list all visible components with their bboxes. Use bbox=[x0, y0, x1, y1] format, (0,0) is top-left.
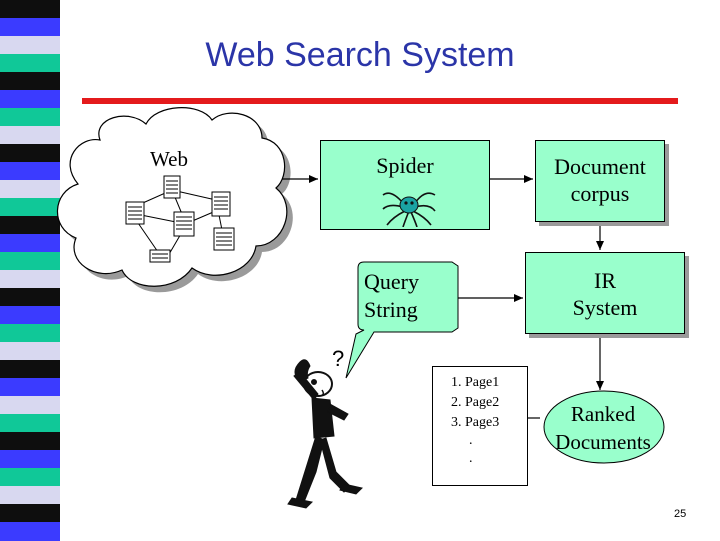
spider-label: Spider bbox=[376, 153, 434, 178]
ranked-documents-label-line1: Ranked bbox=[570, 402, 636, 426]
web-page-icon bbox=[125, 201, 145, 225]
ir-system-label: IR System bbox=[526, 267, 684, 321]
document-corpus-label: Document corpus bbox=[536, 153, 664, 207]
page-title: Web Search System bbox=[205, 36, 515, 74]
web-page-graph bbox=[125, 175, 235, 263]
query-string-label: Query String bbox=[364, 268, 419, 324]
result-item: 2. Page2 bbox=[451, 395, 500, 410]
decorative-stripe-column bbox=[0, 0, 60, 541]
ir-system-label-line2: System bbox=[572, 295, 638, 320]
web-cloud bbox=[56, 107, 293, 293]
stripe-segment bbox=[0, 54, 60, 73]
title-underline bbox=[82, 98, 678, 104]
stripe-segment bbox=[0, 162, 60, 181]
stripe-segment bbox=[0, 486, 60, 505]
stripe-segment bbox=[0, 432, 60, 451]
result-ellipsis: . bbox=[469, 451, 473, 466]
document-corpus-label-line1: Document bbox=[554, 154, 646, 179]
stripe-segment bbox=[0, 36, 60, 55]
document-corpus-label-line2: corpus bbox=[570, 181, 630, 206]
web-page-icon bbox=[211, 191, 231, 217]
result-item: 1. Page1 bbox=[451, 375, 500, 390]
stripe-segment bbox=[0, 522, 60, 541]
spider-box: Spider bbox=[320, 140, 490, 230]
stripe-segment bbox=[0, 0, 60, 19]
query-speech-bubble bbox=[345, 261, 459, 379]
web-page-icon bbox=[149, 249, 171, 263]
document-corpus-box: Document corpus bbox=[535, 140, 665, 222]
result-item: 3. Page3 bbox=[451, 415, 500, 430]
stripe-segment bbox=[0, 324, 60, 343]
stripe-segment bbox=[0, 234, 60, 253]
web-page-icon bbox=[163, 175, 181, 199]
web-page-icon bbox=[173, 211, 195, 237]
stripe-segment bbox=[0, 252, 60, 271]
stripe-segment bbox=[0, 18, 60, 37]
stripe-segment bbox=[0, 504, 60, 523]
stripe-segment bbox=[0, 180, 60, 199]
ir-system-box: IR System bbox=[525, 252, 685, 334]
stripe-segment bbox=[0, 306, 60, 325]
page-number: 25 bbox=[674, 508, 687, 520]
ranked-documents-label: Ranked Documents bbox=[540, 400, 666, 456]
ranked-documents-label-line2: Documents bbox=[555, 430, 651, 454]
spider-icon bbox=[382, 192, 436, 227]
stripe-segment bbox=[0, 288, 60, 307]
stripe-segment bbox=[0, 414, 60, 433]
stripe-segment bbox=[0, 144, 60, 163]
stripe-segment bbox=[0, 126, 60, 145]
stripe-segment bbox=[0, 360, 60, 379]
ranked-documents-ellipse bbox=[543, 390, 665, 464]
thinking-person-icon bbox=[287, 359, 363, 509]
stripe-segment bbox=[0, 108, 60, 127]
result-ellipsis: . bbox=[469, 433, 473, 448]
stripe-segment bbox=[0, 270, 60, 289]
stripe-segment bbox=[0, 468, 60, 487]
results-list-box: 1. Page1 2. Page2 3. Page3 . . bbox=[432, 366, 528, 486]
web-label: Web bbox=[150, 147, 188, 171]
stripe-segment bbox=[0, 216, 60, 235]
stripe-segment bbox=[0, 198, 60, 217]
stripe-segment bbox=[0, 396, 60, 415]
question-mark: ? bbox=[332, 346, 344, 371]
ir-system-label-line1: IR bbox=[594, 268, 616, 293]
stripe-segment bbox=[0, 342, 60, 361]
stripe-segment bbox=[0, 378, 60, 397]
query-string-label-line2: String bbox=[364, 297, 418, 322]
query-string-label-line1: Query bbox=[364, 269, 419, 294]
connectors bbox=[282, 175, 604, 419]
stripe-segment bbox=[0, 90, 60, 109]
stripe-segment bbox=[0, 72, 60, 91]
stripe-segment bbox=[0, 450, 60, 469]
web-page-icon bbox=[213, 227, 235, 251]
